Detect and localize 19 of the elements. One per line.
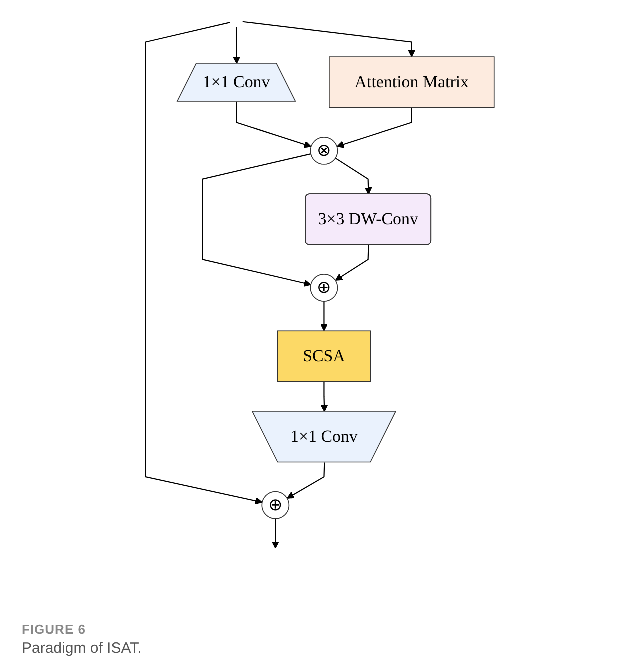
arrow [320,302,328,332]
figure-caption: Paradigm of ISAT. [22,640,142,657]
arrow [336,245,370,282]
arrow [234,27,241,64]
arrow [287,462,326,499]
arrow [146,22,264,505]
node-circle: ⊕ [262,491,290,520]
node-box: SCSA [278,330,372,382]
arrow [272,518,280,549]
arrow [243,21,416,58]
node-circle: ⊗ [310,137,339,165]
arrow [202,154,312,288]
node-circle: ⊕ [310,274,339,302]
arrow [337,108,413,148]
arrow [321,382,329,412]
node-box: Attention Matrix [329,56,496,108]
arrow [336,158,373,195]
arrow [236,102,312,148]
figure-number: FIGURE 6 [22,622,87,637]
